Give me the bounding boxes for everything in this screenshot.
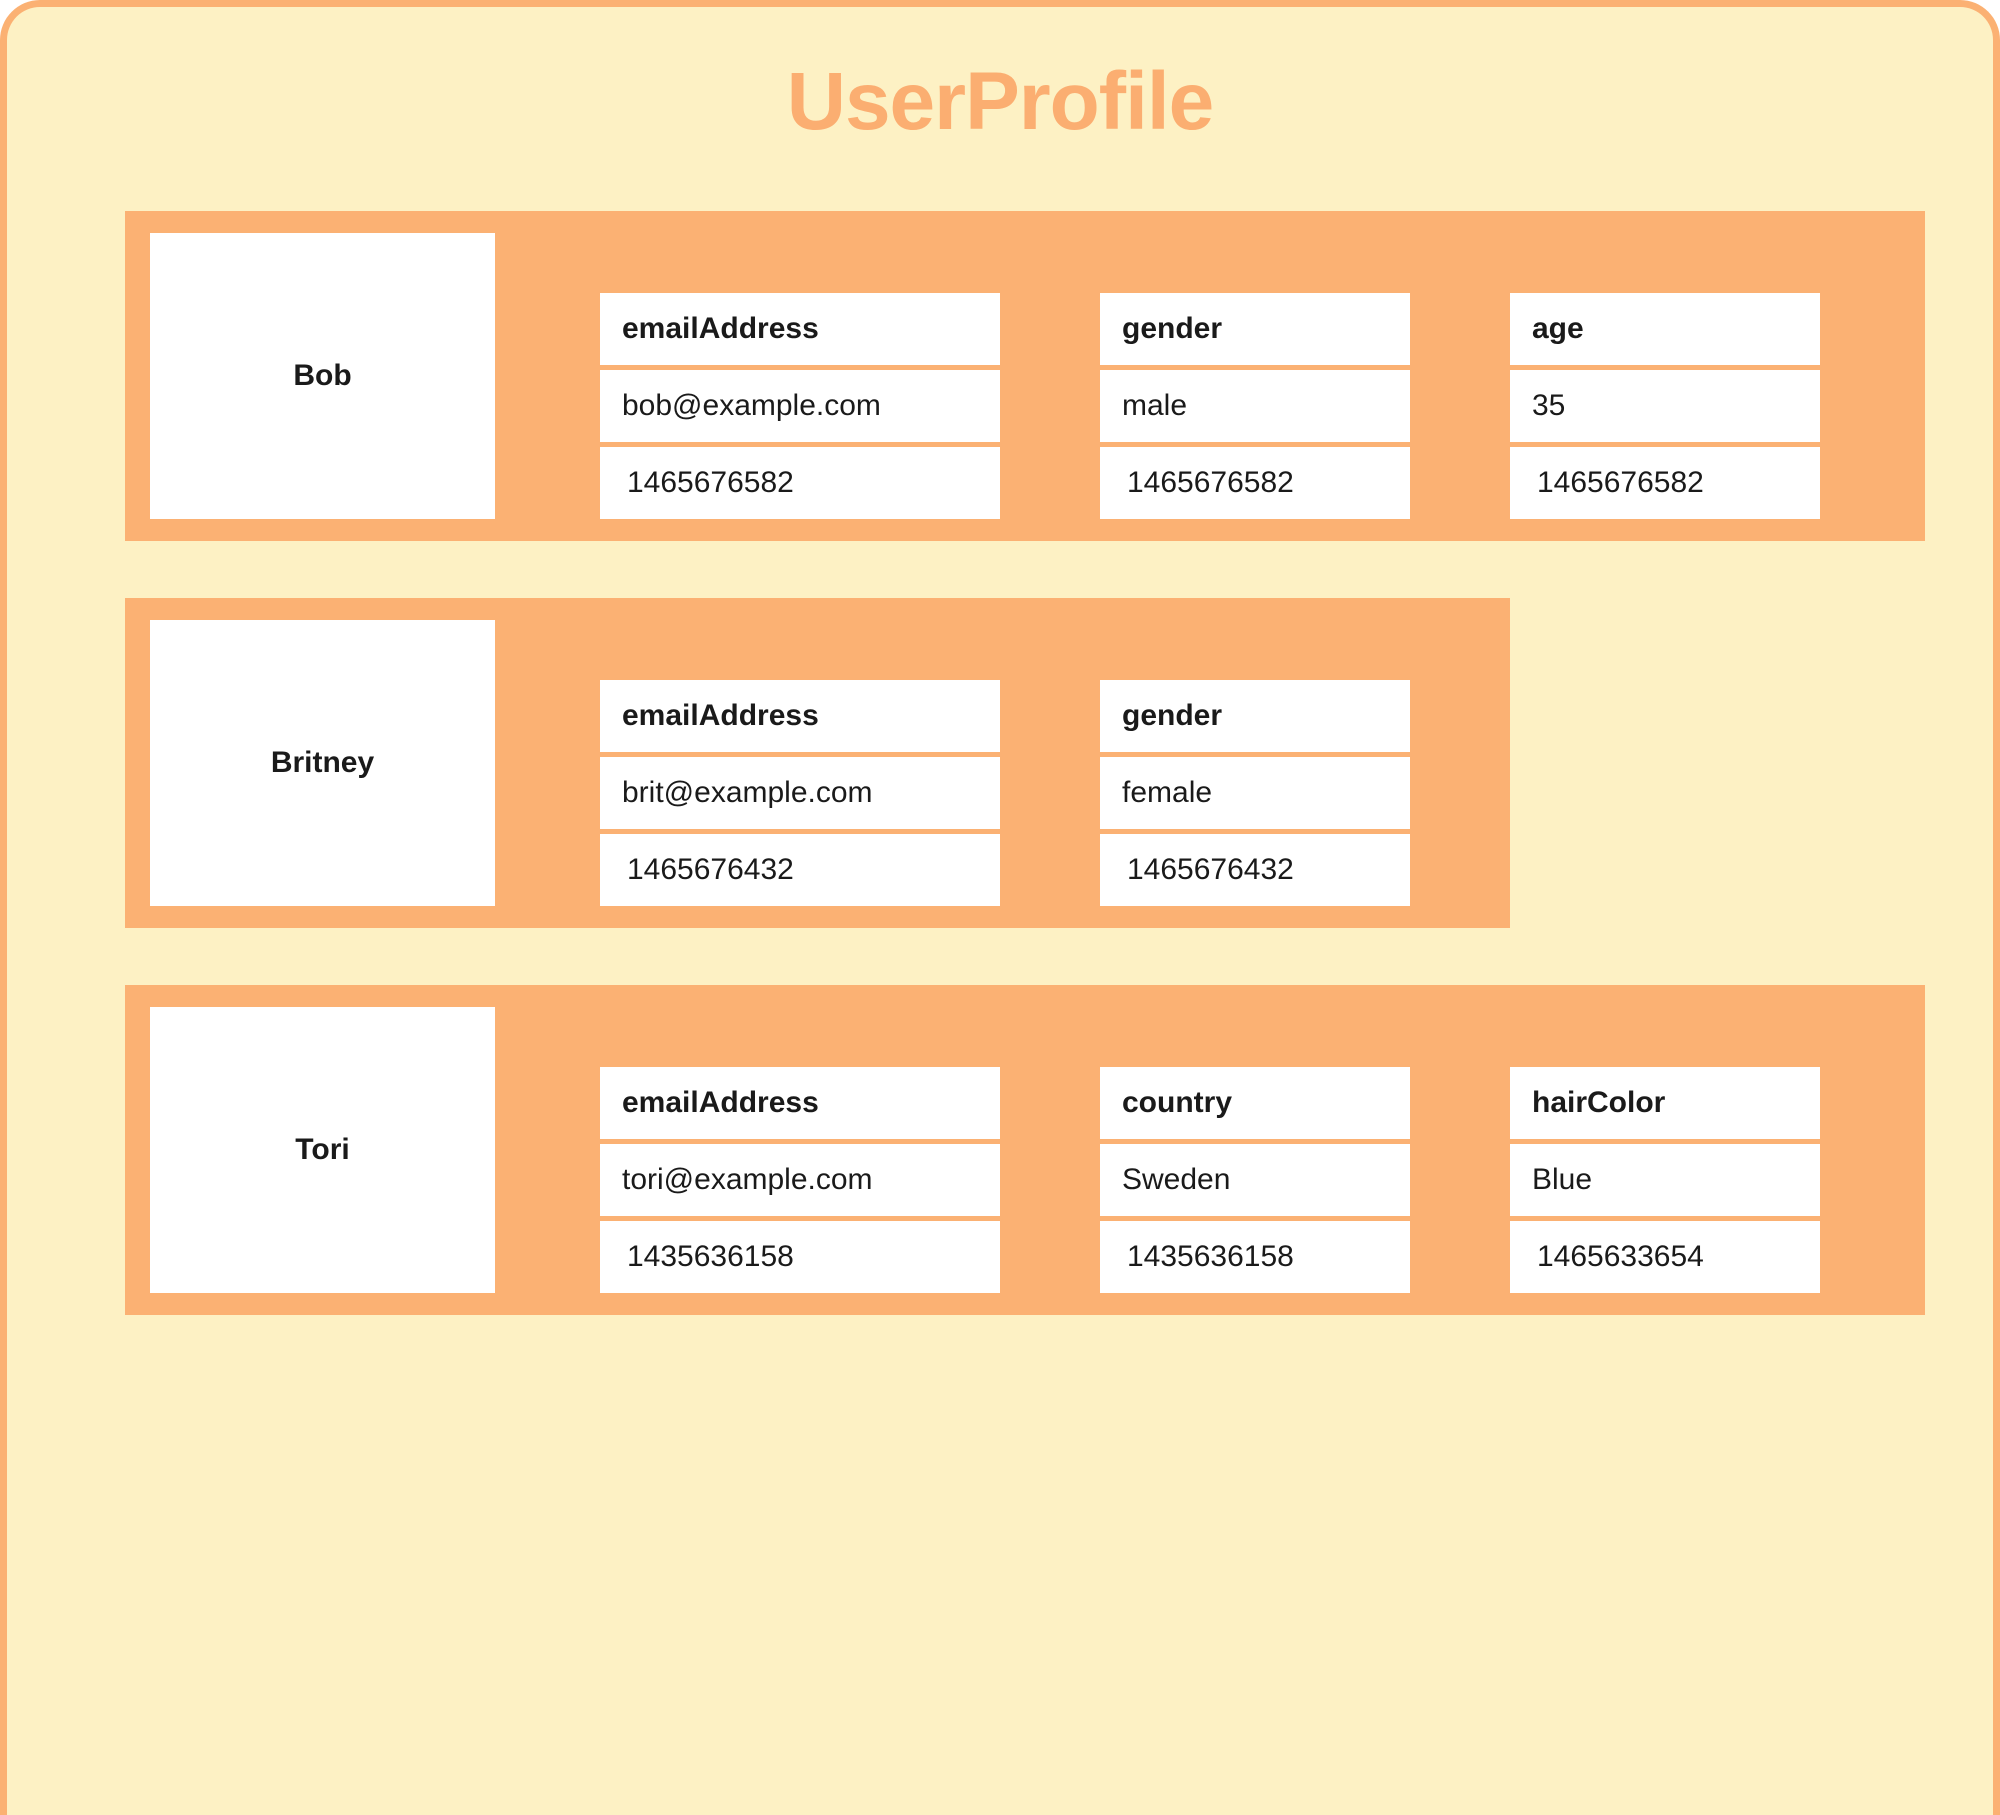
record-card[interactable]: Bob emailAddress bob@example.com 1465676… (125, 211, 1925, 542)
field-value: tori@example.com (600, 1144, 1000, 1217)
field-timestamp: 1465676582 (1510, 447, 1820, 520)
record-name: Britney (270, 746, 375, 780)
record-name: Bob (293, 359, 352, 393)
field-key: emailAddress (600, 1067, 1000, 1140)
field-key: gender (1100, 680, 1410, 753)
record-name-cell: Britney (150, 620, 495, 907)
field-group: emailAddress bob@example.com 1465676582 (600, 293, 1000, 520)
field-value: female (1100, 757, 1410, 830)
record-card-list: Bob emailAddress bob@example.com 1465676… (7, 211, 1993, 1316)
field-group: emailAddress brit@example.com 1465676432 (600, 680, 1000, 907)
field-group: hairColor Blue 1465633654 (1510, 1067, 1820, 1294)
field-value: bob@example.com (600, 370, 1000, 443)
field-timestamp: 1465676582 (600, 447, 1000, 520)
field-key: hairColor (1510, 1067, 1820, 1140)
field-value: brit@example.com (600, 757, 1000, 830)
field-value: Sweden (1100, 1144, 1410, 1217)
field-value: 35 (1510, 370, 1820, 443)
field-group: gender female 1465676432 (1100, 680, 1410, 907)
field-group: country Sweden 1435636158 (1100, 1067, 1410, 1294)
field-timestamp: 1435636158 (600, 1221, 1000, 1294)
field-group: age 35 1465676582 (1510, 293, 1820, 520)
record-name: Tori (295, 1133, 350, 1167)
record-name-cell: Bob (150, 233, 495, 520)
field-timestamp: 1465676432 (600, 834, 1000, 907)
record-fields: emailAddress brit@example.com 1465676432… (495, 620, 1510, 907)
record-name-cell: Tori (150, 1007, 495, 1294)
page-title: UserProfile (786, 56, 1215, 147)
field-timestamp: 1465676432 (1100, 834, 1410, 907)
field-group: emailAddress tori@example.com 1435636158 (600, 1067, 1000, 1294)
field-timestamp: 1465633654 (1510, 1221, 1820, 1294)
field-key: emailAddress (600, 680, 1000, 753)
record-fields: emailAddress tori@example.com 1435636158… (495, 1007, 1925, 1294)
record-card[interactable]: Britney emailAddress brit@example.com 14… (125, 598, 1510, 929)
field-timestamp: 1465676582 (1100, 447, 1410, 520)
field-value: Blue (1510, 1144, 1820, 1217)
field-value: male (1100, 370, 1410, 443)
field-timestamp: 1435636158 (1100, 1221, 1410, 1294)
field-key: gender (1100, 293, 1410, 366)
field-key: age (1510, 293, 1820, 366)
field-key: emailAddress (600, 293, 1000, 366)
field-key: country (1100, 1067, 1410, 1140)
record-fields: emailAddress bob@example.com 1465676582 … (495, 233, 1925, 520)
record-card[interactable]: Tori emailAddress tori@example.com 14356… (125, 985, 1925, 1316)
field-group: gender male 1465676582 (1100, 293, 1410, 520)
